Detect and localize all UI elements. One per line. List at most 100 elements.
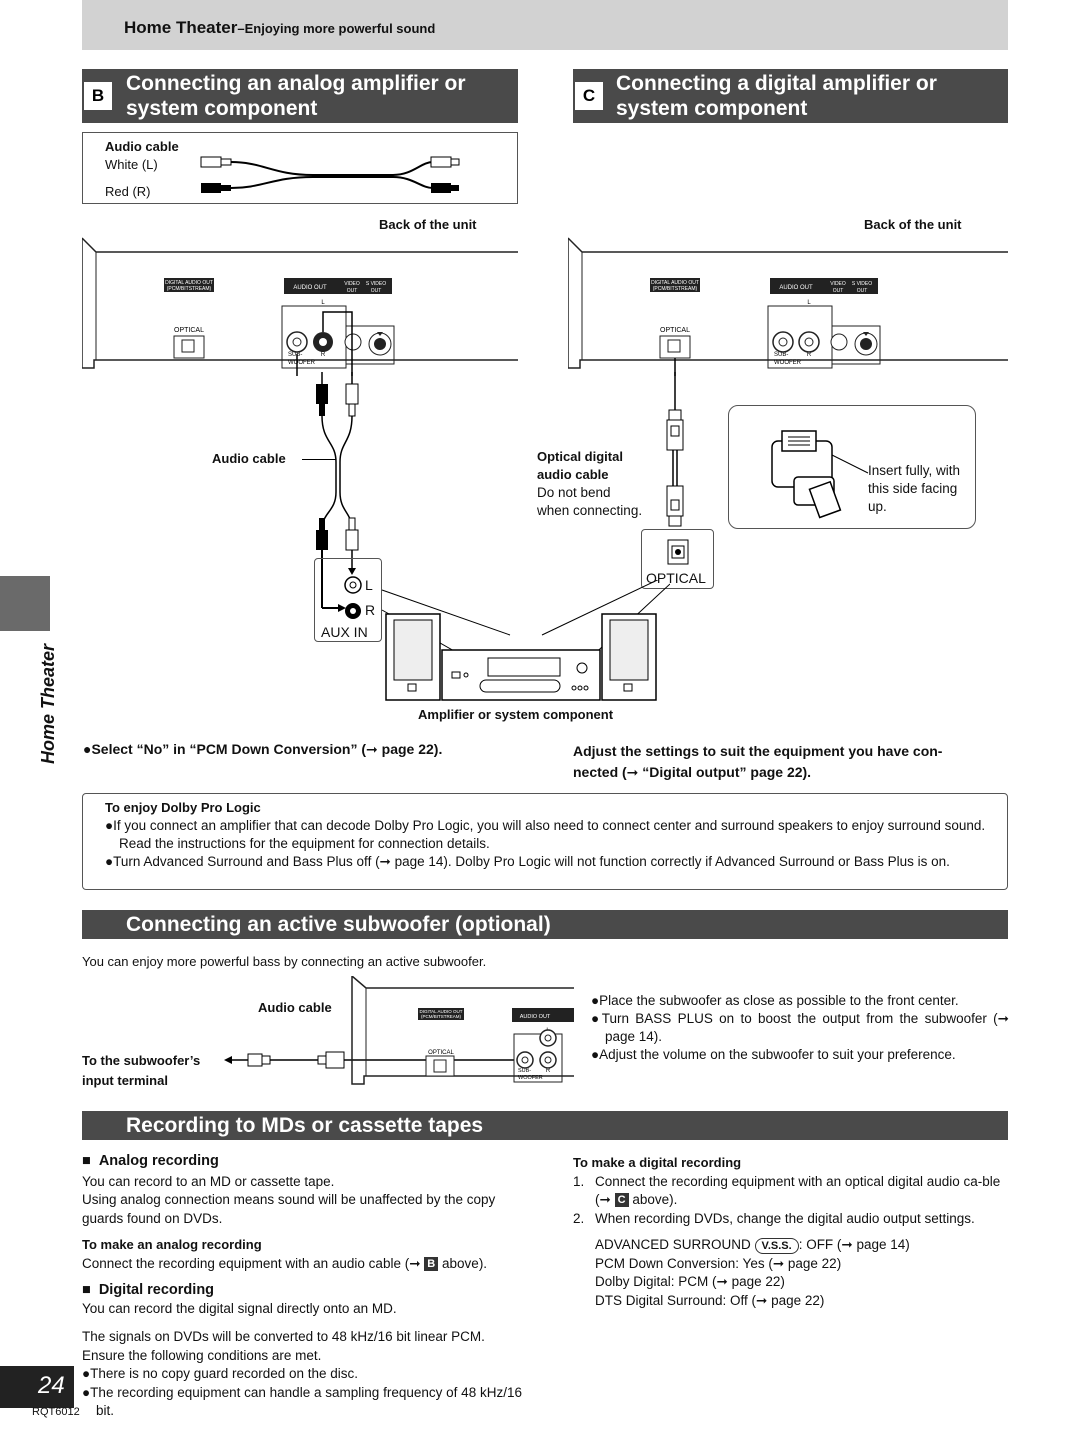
c-panel-sub-label: SUB- [774,352,788,358]
instruction-b: ●Select “No” in “PCM Down Conversion” (➞… [83,741,443,757]
insert-callout [728,405,976,529]
c-panel-l-label: L [807,300,811,306]
step-2-text: When recording DVDs, change the digital … [595,1210,975,1226]
page-number: 24 [38,1372,65,1399]
analog-make-text: Connect the recording equipment with an … [82,1255,488,1271]
step-1-text: Connect the recording equipment with an … [595,1173,1001,1208]
sub-panel-digital-label2: (PCM/BITSTREAM) [421,1014,462,1019]
c-panel-out-label-2: OUT [857,288,868,294]
c-panel-svideo-label: S VIDEO [852,281,872,287]
section-b-heading: B Connecting an analog amplifier or syst… [82,69,518,123]
c-panel-digital-label2: (PCM/BITSTREAM) [653,286,698,292]
panel-r-label: R [321,352,326,358]
step-2-number: 2. [573,1210,585,1226]
setting-dts: DTS Digital Surround: Off (➞ page 22) [595,1292,825,1308]
panel-video-label: VIDEO [344,281,360,287]
panel-svideo-label: S VIDEO [366,281,386,287]
optical-cable-title: Optical digital audio cable [537,449,623,482]
audio-cable-label-b: Audio cable [212,451,286,466]
dolby-title: To enjoy Dolby Pro Logic [105,800,261,815]
analog-heading: Analog recording [98,1153,219,1169]
aux-in-panel: L R AUX IN [314,558,382,642]
dolby-note-box: To enjoy Dolby Pro Logic ●If you connect… [82,793,1008,890]
digital-recording-steps: To make a digital recording 1. Connect th… [573,1154,1009,1310]
sub-panel-digital-label: DIGITAL AUDIO OUT [419,1009,462,1014]
back-of-unit-label-b: Back of the unit [379,217,477,232]
c-panel-audio-out-label: AUDIO OUT [779,285,813,291]
subwoofer-bullet-2: ●Turn BASS PLUS on to boost the output f… [591,1011,1009,1044]
amplifier-label: Amplifier or system component [418,707,614,722]
optical-port-icon [667,539,689,565]
analog-p1: You can record to an MD or cassette tape… [82,1173,335,1189]
subwoofer-heading: Connecting an active subwoofer (optional… [82,910,1008,939]
c-panel-digital-label: DIGITAL AUDIO OUT [651,280,699,286]
optical-plug-closeup [771,430,869,519]
square-bullet-icon: ■ [82,1153,91,1169]
panel-digital-label: DIGITAL AUDIO OUT [165,280,213,286]
optical-port-label: OPTICAL [646,570,706,586]
c-panel-woofer-label: WOOFER [774,360,802,366]
subwoofer-bullet-3: ●Adjust the volume on the subwoofer to s… [591,1047,956,1062]
square-bullet-icon: ■ [82,1282,91,1298]
panel-out-label-2: OUT [371,288,382,294]
audio-cable-leader [302,459,336,460]
document-id: RQT6012 [32,1406,80,1418]
panel-audio-out-label: AUDIO OUT [293,285,327,291]
diagram-b-unit-panel: DIGITAL AUDIO OUT (PCM/BITSTREAM) OPTICA… [82,237,518,376]
subwoofer-diagram: DIGITAL AUDIO OUT (PCM/BITSTREAM) OPTICA… [224,976,574,1085]
amplifier-illustration [381,580,670,701]
subwoofer-target-label: To the subwoofer’s input terminal [82,1053,201,1088]
sub-panel-r-label: R [546,1068,551,1074]
digital-p2: The signals on DVDs will be converted to… [82,1329,485,1363]
section-b-letter: B [84,82,112,110]
step-1-number: 1. [573,1173,585,1189]
analog-recording-block: ■ Analog recording You can record to an … [82,1152,522,1421]
sub-panel-audio-out-label: AUDIO OUT [520,1014,551,1020]
section-b-title: Connecting an analog amplifier or system… [126,72,466,120]
side-tab-label: Home Theater [38,643,58,764]
panel-sub-label: SUB- [288,352,302,358]
section-c-letter: C [575,82,603,110]
cable-white-label: White (L) [105,157,158,172]
cable-legend-illustration [200,156,460,193]
digital-p1: You can record the digital signal direct… [82,1300,397,1316]
digital-make-title: To make a digital recording [573,1155,742,1170]
panel-l-label: L [321,300,325,306]
digital-bullet-2: ●The recording equipment can handle a sa… [82,1384,522,1419]
dolby-item-1: ●If you connect an amplifier that can de… [105,818,986,851]
setting-dolby-digital: Dolby Digital: PCM (➞ page 22) [595,1274,785,1289]
panel-woofer-label: WOOFER [288,360,316,366]
audio-cable-diagram [316,372,359,612]
diagram-c-unit-panel: DIGITAL AUDIO OUT (PCM/BITSTREAM) OPTICA… [568,237,1008,376]
optical-cable-diagram [666,372,684,527]
aux-in-label: AUX IN [321,624,368,640]
aux-r-label: R [365,602,376,618]
cable-legend-title: Audio cable [105,139,179,154]
recording-heading: Recording to MDs or cassette tapes [82,1111,1008,1140]
sub-panel-optical-label: OPTICAL [428,1050,454,1056]
sub-panel-sub-label: SUB- [518,1068,531,1074]
vss-badge: V.S.S. [754,1238,799,1254]
section-b-ref: B [424,1256,439,1271]
c-panel-out-label-1: OUT [833,288,844,294]
subwoofer-cable-label: Audio cable [258,1000,332,1015]
analog-make-title: To make an analog recording [82,1237,262,1252]
header-bar [82,0,1008,50]
section-c-title: Connecting a digital amplifier or system… [616,72,937,120]
sub-panel-woofer-label: WOOFER [518,1075,543,1081]
setting-advanced-surround: ADVANCED SURROUND V.S.S.: OFF (➞ page 14… [595,1237,910,1254]
setting-pcm-down: PCM Down Conversion: Yes (➞ page 22) [595,1255,842,1271]
optical-port-panel: OPTICAL [641,529,714,589]
side-tab-block [0,576,50,631]
page-number-block [0,1366,74,1408]
panel-optical-label: OPTICAL [174,327,204,334]
optical-cable-note: Do not bend when connecting. [537,485,643,518]
subwoofer-bullet-1: ●Place the subwoofer as close as possibl… [591,993,959,1008]
aux-jack-l-icon [344,576,362,594]
panel-out-label-1: OUT [347,288,358,294]
digital-bullet-1: ●There is no copy guard recorded on the … [82,1366,359,1381]
instruction-c: Adjust the settings to suit the equipmen… [573,743,943,780]
insert-callout-text: Insert fully, with this side facing up. [868,463,961,514]
aux-jack-r-icon [345,603,361,619]
back-of-unit-label-c: Back of the unit [864,217,962,232]
